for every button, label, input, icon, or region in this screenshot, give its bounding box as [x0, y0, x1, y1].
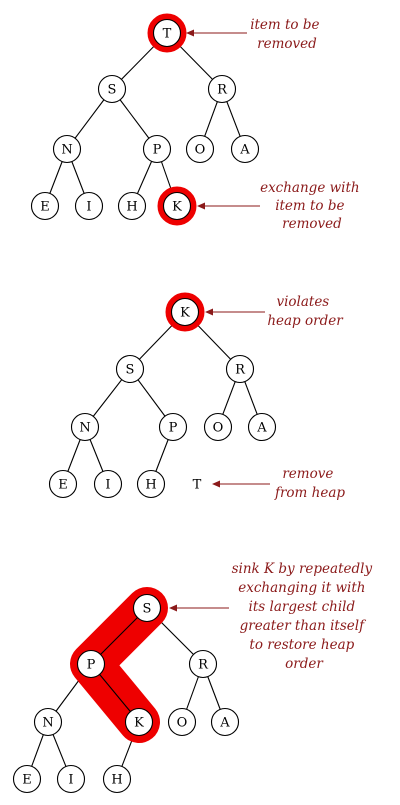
- node-label: K: [172, 200, 182, 215]
- node-root: T: [152, 18, 182, 48]
- node-label: E: [40, 200, 50, 215]
- arrow: [169, 604, 229, 612]
- node-label: S: [108, 83, 117, 98]
- node: R: [188, 649, 218, 679]
- node: N: [33, 707, 63, 737]
- node: H: [136, 469, 166, 499]
- node-label: A: [256, 421, 267, 436]
- node-label: S: [143, 602, 152, 617]
- annotation: sink K by repeatedly exchanging it with …: [232, 561, 377, 672]
- node-label: T: [163, 27, 172, 42]
- node: A: [247, 412, 277, 442]
- node: A: [230, 134, 260, 164]
- arrow: [186, 29, 247, 37]
- node-label: N: [42, 716, 53, 731]
- node: P: [158, 412, 188, 442]
- panel-2-edges: [62, 311, 263, 485]
- annotation: violates heap order: [267, 294, 344, 329]
- node: K: [124, 707, 154, 737]
- node: R: [225, 354, 255, 384]
- node-label: N: [79, 421, 90, 436]
- node: E: [12, 764, 42, 794]
- node-label: P: [153, 143, 162, 158]
- node-label: N: [61, 143, 72, 158]
- node-label: I: [68, 773, 73, 788]
- node: S: [97, 74, 127, 104]
- annotation: remove from heap: [274, 466, 345, 501]
- node: H: [102, 764, 132, 794]
- panel-2: K S R N P O A E I H T violates heap orde…: [48, 292, 345, 501]
- annotation: exchange with item to be removed: [260, 180, 364, 232]
- node-label: R: [217, 83, 228, 98]
- node: P: [142, 134, 172, 164]
- node-label: E: [58, 478, 68, 493]
- panel-1: T S R N P O A E I H K item to be removed…: [30, 13, 364, 232]
- node: I: [56, 764, 86, 794]
- node: O: [185, 134, 215, 164]
- node-label: I: [86, 200, 91, 215]
- arrow: [205, 308, 265, 316]
- removed-item-label: T: [193, 478, 202, 493]
- node: R: [207, 74, 237, 104]
- node: H: [117, 191, 147, 221]
- node: O: [203, 412, 233, 442]
- node-label: H: [126, 200, 137, 215]
- node-label: A: [219, 716, 230, 731]
- node: N: [52, 134, 82, 164]
- panel-3: S P R N K O A E I H sink K by repeatedly…: [12, 561, 377, 794]
- node-label: H: [111, 773, 122, 788]
- node: I: [74, 191, 104, 221]
- node-label: A: [239, 143, 250, 158]
- node-label: K: [134, 716, 144, 731]
- node-label: E: [22, 773, 32, 788]
- node-label: K: [180, 306, 190, 321]
- panel-1-edges: [44, 32, 246, 207]
- node: P: [76, 649, 106, 679]
- annotation: item to be removed: [250, 17, 324, 52]
- node: A: [210, 707, 240, 737]
- node: S: [115, 354, 145, 384]
- node: K: [162, 191, 192, 221]
- node-label: P: [169, 421, 178, 436]
- node-label: H: [145, 478, 156, 493]
- node-label: S: [126, 363, 135, 378]
- node: O: [167, 707, 197, 737]
- node: N: [70, 412, 100, 442]
- node: E: [30, 191, 60, 221]
- node-label: R: [235, 363, 246, 378]
- node-root: S: [132, 593, 162, 623]
- arrow: [197, 202, 260, 210]
- node-label: O: [213, 421, 224, 436]
- node-label: I: [105, 478, 110, 493]
- node-label: O: [177, 716, 188, 731]
- node-label: P: [87, 658, 96, 673]
- node-label: O: [195, 143, 206, 158]
- node: E: [48, 469, 78, 499]
- arrow: [212, 480, 270, 488]
- node-label: R: [198, 658, 209, 673]
- node: I: [93, 469, 123, 499]
- node-root: K: [170, 297, 200, 327]
